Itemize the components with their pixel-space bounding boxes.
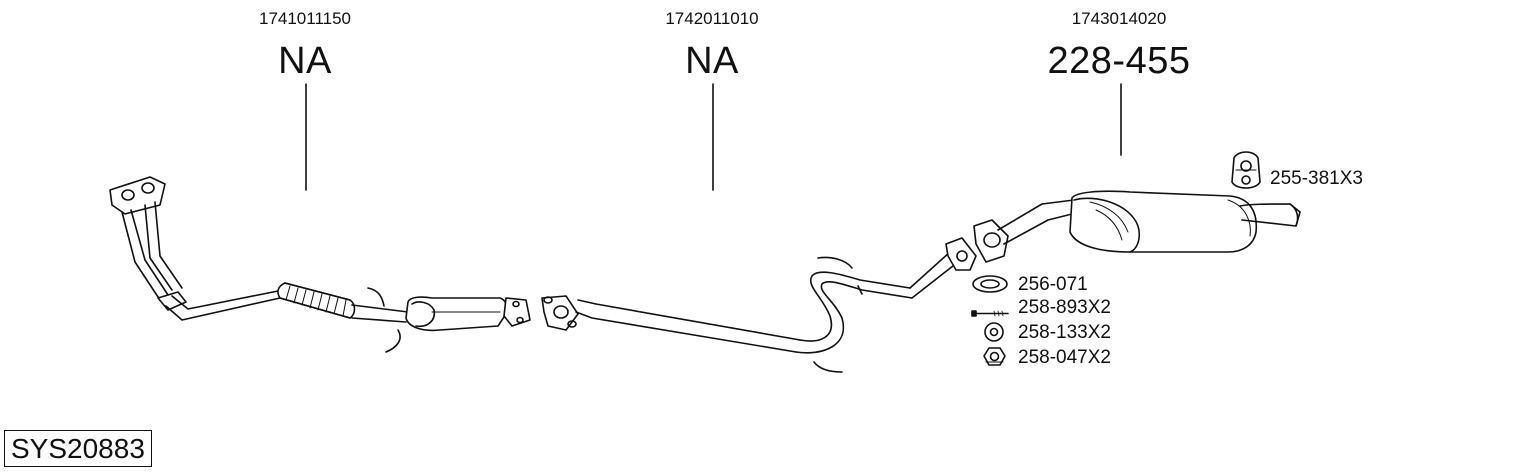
accessory-label-nut[interactable]: 258-047X2 bbox=[1018, 347, 1111, 368]
system-code: SYS20883 bbox=[4, 430, 152, 467]
accessory-label-hanger[interactable]: 255-381X3 bbox=[1270, 168, 1363, 189]
accessory-label-gasket[interactable]: 256-071 bbox=[1018, 274, 1088, 295]
accessory-label-bolt[interactable]: 258-893X2 bbox=[1018, 297, 1111, 318]
oe-number-middle: 1742011010 bbox=[665, 9, 759, 28]
rear-silencer[interactable] bbox=[973, 190, 1301, 263]
part-ref-front[interactable]: NA bbox=[278, 40, 332, 82]
washer-icon bbox=[984, 322, 1004, 342]
middle-pipe[interactable] bbox=[541, 237, 977, 373]
hex-nut-icon bbox=[983, 347, 1006, 366]
rubber-hanger-icon bbox=[1231, 151, 1261, 189]
accessory-label-washer[interactable]: 258-133X2 bbox=[1018, 322, 1111, 343]
oe-number-front: 1741011150 bbox=[258, 9, 352, 28]
bolt-icon bbox=[971, 310, 1009, 317]
oe-number-rear: 1743014020 bbox=[1071, 9, 1167, 28]
part-ref-rear[interactable]: 228-455 bbox=[1047, 40, 1191, 82]
front-pipe[interactable] bbox=[109, 176, 531, 353]
gasket-ring-icon bbox=[972, 275, 1008, 293]
part-ref-middle[interactable]: NA bbox=[685, 40, 739, 82]
